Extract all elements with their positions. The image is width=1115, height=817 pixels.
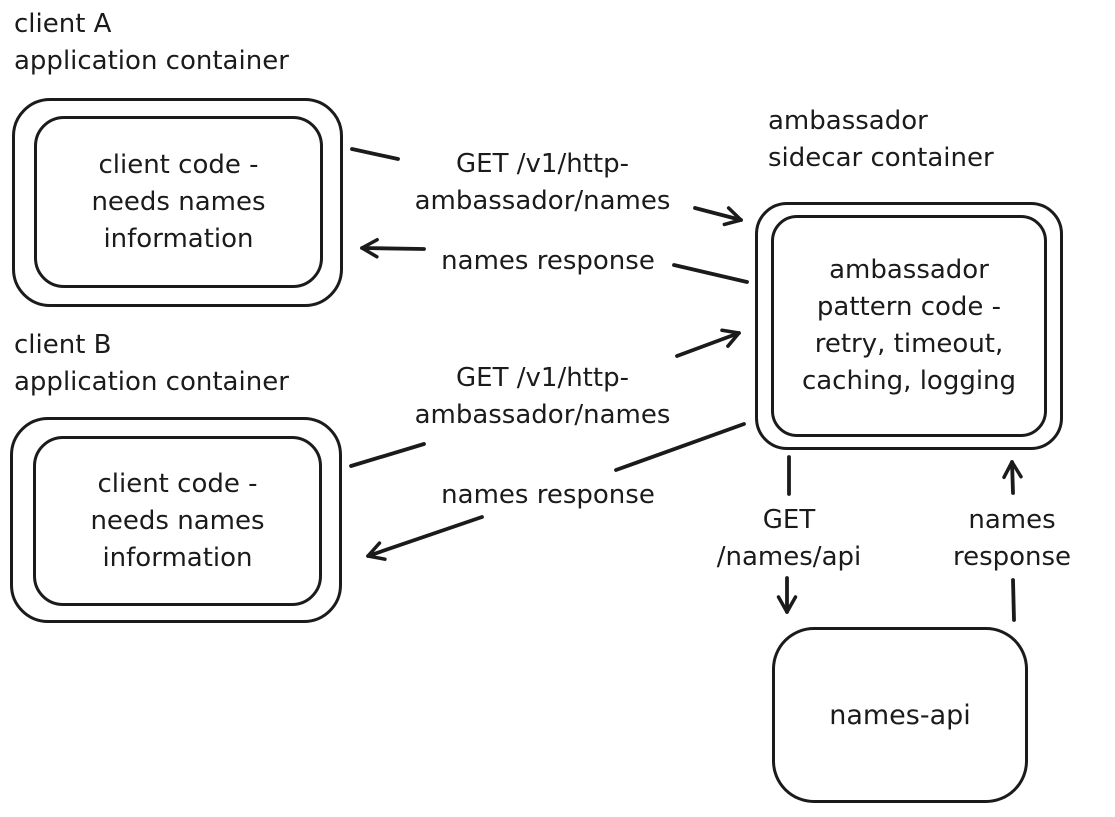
client-b-code-text: client code - needs names information [90,468,265,573]
edge-label-request-a: GET /v1/http- ambassador/names [414,149,671,216]
client-a-code-box: client code - needs names information [34,116,323,288]
edge-label-request-b: GET /v1/http- ambassador/names [414,363,671,430]
edge-label-response-a: names response [441,246,655,276]
client-b-code-box: client code - needs names information [33,436,322,606]
ambassador-title: ambassador sidecar container [768,103,994,177]
ambassador-title-line2: sidecar container [768,143,994,173]
client-a-container-box: client code - needs names information [12,98,343,307]
client-b-title: client B application container [14,327,289,401]
names-api-label: names-api [829,699,971,731]
client-b-title-line1: client B [14,330,112,360]
ambassador-code-box: ambassador pattern code - retry, timeout… [771,215,1047,437]
ambassador-code-text: ambassador pattern code - retry, timeout… [801,255,1017,396]
ambassador-title-line1: ambassador [768,106,928,136]
edge-label-request-api: GET /names/api [716,505,862,572]
edge-label-response-api: names response [952,505,1072,572]
client-a-title: client A application container [14,6,289,80]
ambassador-container-box: ambassador pattern code - retry, timeout… [755,202,1063,450]
client-a-code-text: client code - needs names information [91,149,266,254]
edge-label-response-b: names response [441,480,655,510]
client-b-title-line2: application container [14,367,289,397]
client-b-container-box: client code - needs names information [10,417,342,623]
client-a-title-line2: application container [14,46,289,76]
client-a-title-line1: client A [14,9,112,39]
names-api-box: names-api [772,627,1028,803]
